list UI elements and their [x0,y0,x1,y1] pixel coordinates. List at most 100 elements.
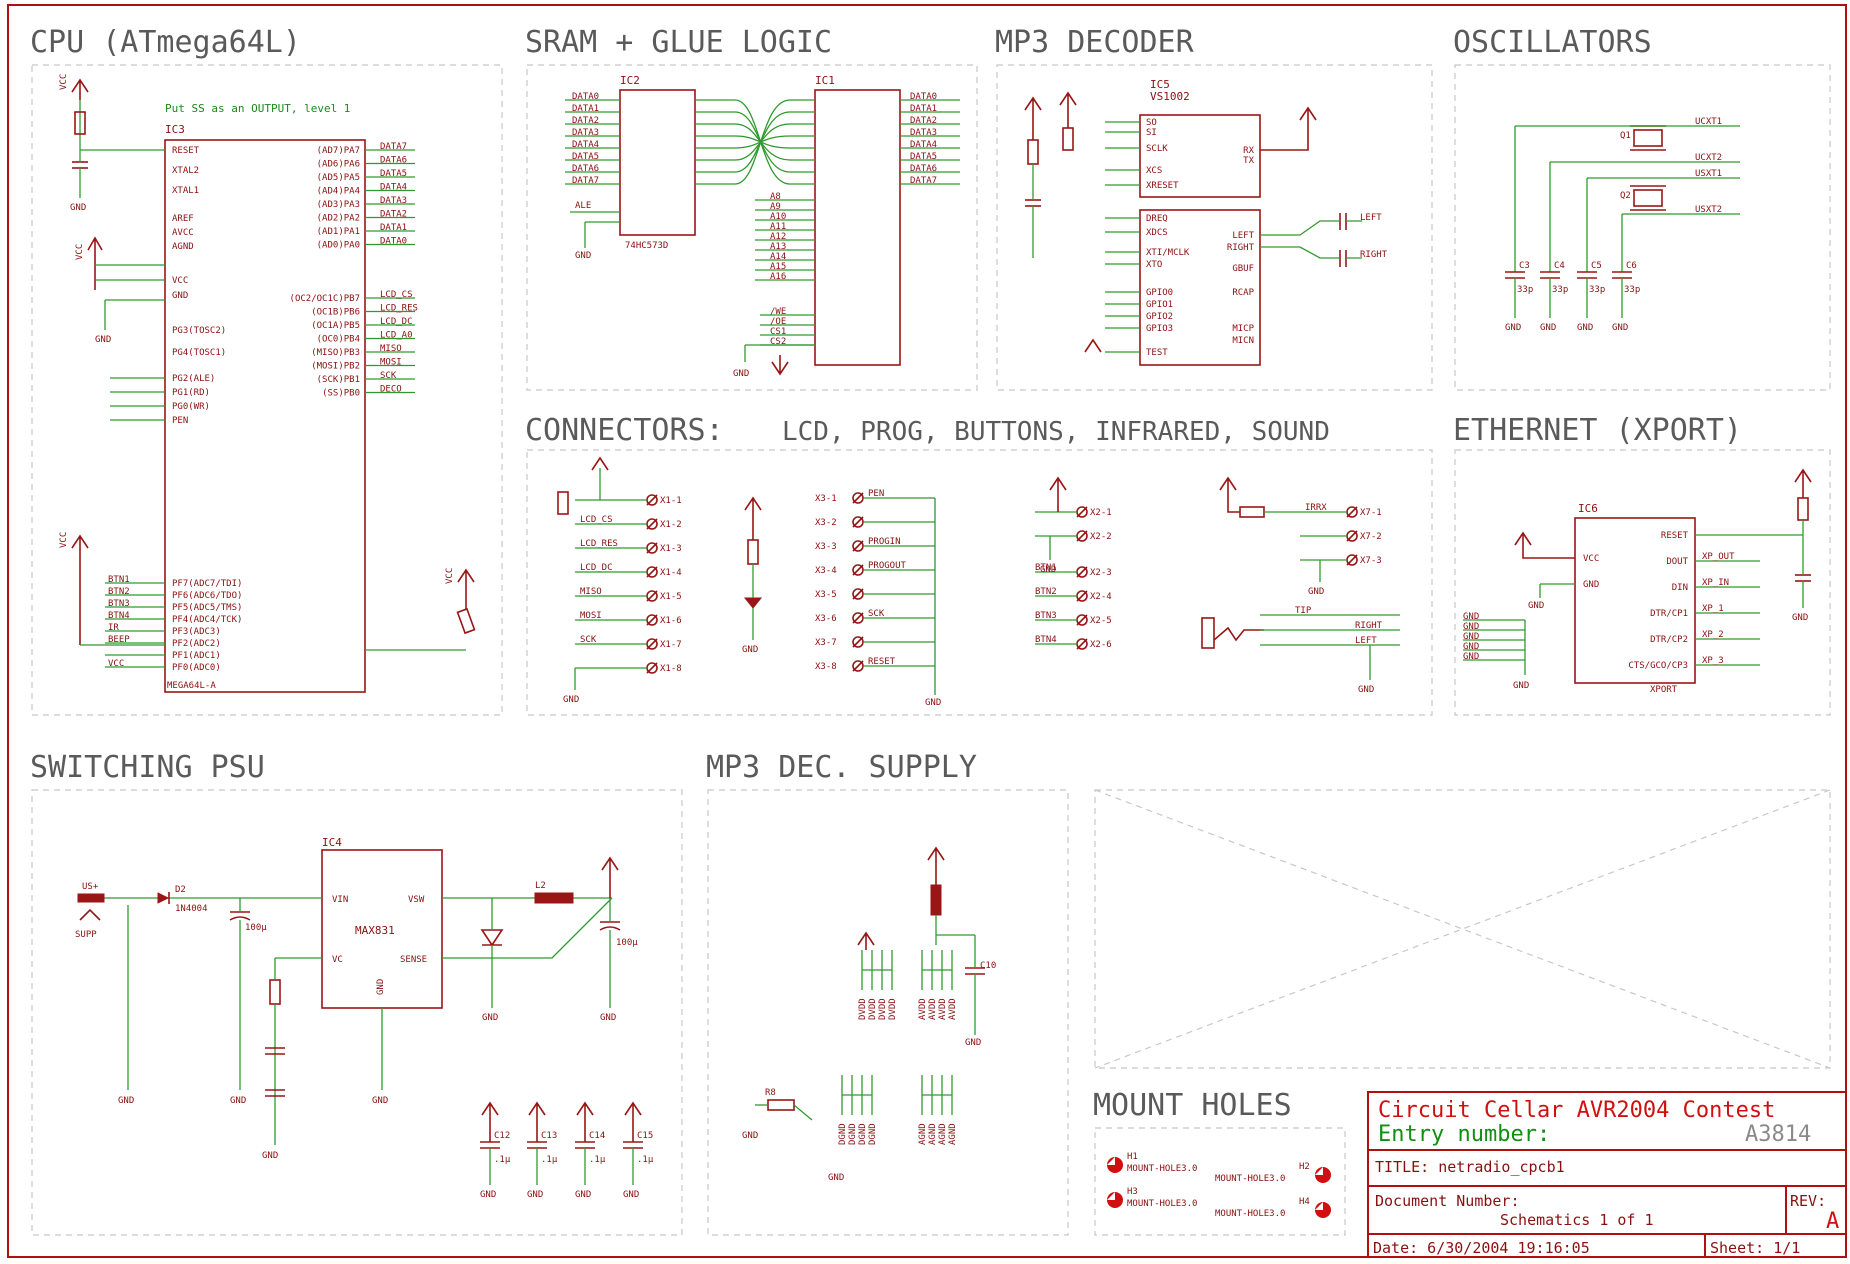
cpu-right-pin: (AD0)PA0 [317,241,360,251]
cpu-reset-resistor [74,111,86,135]
osc-net: USXT1 [1695,169,1722,179]
mp3-ic-bottom [1139,209,1261,366]
conn-pin-x1-slash [646,518,658,530]
conn-x2-net: BTN1 [1035,563,1057,573]
psu-gnd-4: GND [372,1096,388,1106]
mp3s-rail-label: DGND [848,1123,858,1145]
conn-jack-gnd: GND [1358,685,1374,695]
mount-hole-name: H4 [1299,1197,1310,1207]
mp3s-c10-name: C10 [980,961,996,971]
conn-pin-x3-slash [852,612,864,624]
cpu-ic-part: MEGA64L-A [167,681,216,691]
conn-x3-net: SCK [868,609,885,619]
mp3-left-pin: GPIO0 [1146,288,1173,298]
conn-pin-x3-slash [852,660,864,672]
psu-decoup-gnd: GND [623,1190,639,1200]
sram-section-box [526,64,978,391]
psu-decoup-value: .1µ [637,1155,654,1165]
cpu-right-net: DATA1 [380,223,407,233]
mp3-vcc-right-icon [1260,106,1317,151]
sram-out-net: DATA1 [910,104,937,114]
sram-data-net: DATA7 [572,176,599,186]
conn-x2-net: BTN3 [1035,611,1057,621]
osc-gnd: GND [1612,323,1628,333]
psu-c2-b [599,926,621,931]
sram-cross-wire [734,99,815,185]
cpu-vcc-bottom-icon [71,534,89,645]
mp3s-rail-label: AGND [938,1123,948,1145]
conn-x7-label: X7-2 [1360,532,1382,542]
title-rev-value: A [1826,1209,1839,1234]
psu-gnd-5: GND [482,1013,498,1023]
psu-gnd-6: GND [600,1013,616,1023]
mp3-right-pin: LEFT [1232,231,1254,241]
psu-gnd-1: GND [118,1096,134,1106]
section-title-sram: SRAM + GLUE LOGIC [525,25,832,60]
latch-ic-name: IC2 [620,74,640,87]
xport-gnd-bus-label: GND [1463,622,1479,632]
mp3-left-pin: SO [1146,118,1157,128]
sram-crossover [695,99,815,185]
conn-x1-label: X1-8 [660,664,682,674]
cpu-right-net: LCD_DC [380,317,413,327]
mount-hole-mark [1107,1157,1115,1165]
xport-gnd-bus-label: GND [1463,652,1479,662]
section-title-mp3supply: MP3 DEC. SUPPLY [706,750,977,785]
mp3s-r8-name: R8 [765,1088,776,1098]
cpu-right-pin: (OC1A)PB5 [311,321,360,331]
xport-right-pin: DTR/CP2 [1650,635,1688,645]
cpu-bottom-pin: PF2(ADC2) [172,639,221,649]
mount-hole-mark [1315,1202,1323,1210]
psu-c1-value: 100µ [245,923,267,933]
cpu-right-pin: (OC2/OC1C)PB7 [290,294,360,304]
section-title-connectors: CONNECTORS: [525,413,724,448]
xport-gnd-bus-label: GND [1463,632,1479,642]
osc-cap-value: 33p [1589,285,1605,295]
psu-decoup-vcc-icon [528,1101,546,1142]
cpu-bottom-pin: PF1(ADC1) [172,651,221,661]
xport-net: XP_2 [1702,630,1724,640]
latch-ic-part: 74HC573D [625,241,668,251]
conn-x2-vcc-icon [1049,476,1067,512]
mp3s-rail-label: DVDD [878,998,888,1020]
cpu-bottom-pin: PF6(ADC6/TDO) [172,591,242,601]
psu-ic-part: MAX831 [355,924,395,937]
cpu-left-pin: PG2(ALE) [172,374,215,384]
conn-x1-net: LCD_RES [580,539,618,549]
conn-pin-x2-slash [1076,590,1088,602]
psu-gnd-3: GND [262,1151,278,1161]
cpu-vcc-bottom-label: VCC [59,532,69,548]
conn-pin-x3-slash [852,492,864,504]
cpu-left-pin: XTAL1 [172,186,199,196]
conn-x1-gnd: GND [563,695,579,705]
cpu-bottom-net: BTN2 [108,587,130,597]
xport-ic-body [1574,517,1696,684]
conn-x1-label: X1-6 [660,616,682,626]
mp3-left-pin: XTO [1146,260,1162,270]
title-doc-label: Document Number: [1375,1192,1520,1210]
sram-data-net: DATA5 [572,152,599,162]
sram-data-net: DATA2 [572,116,599,126]
cpu-bottom-pin: PF3(ADC3) [172,627,221,637]
mp3s-rail-label: AGND [928,1123,938,1145]
sram-out-net: DATA0 [910,92,937,102]
psu-pin-sense: SENSE [400,955,427,965]
psu-input-label: US+ [82,882,99,892]
xport-c11-gnd-label: GND [1792,613,1808,623]
psu-decoup-name: C14 [589,1131,605,1141]
psu-pin-vin: VIN [332,895,348,905]
psu-c1-b [229,916,251,921]
mp3s-rail-label: AVDD [948,998,958,1020]
cpu-section-box [31,64,503,716]
osc-section-box [1454,64,1831,391]
cpu-right-pin: (MOSI)PB2 [311,362,360,372]
conn-jack-contact [1213,626,1264,642]
sram-out-net: DATA5 [910,152,937,162]
mp3s-r8 [767,1099,795,1111]
conn-ir-resistor [1239,506,1265,518]
sram-cross-wire [734,135,815,149]
mp3-out-left: LEFT [1360,213,1382,223]
title-date: Date: 6/30/2004 19:16:05 [1373,1239,1590,1257]
